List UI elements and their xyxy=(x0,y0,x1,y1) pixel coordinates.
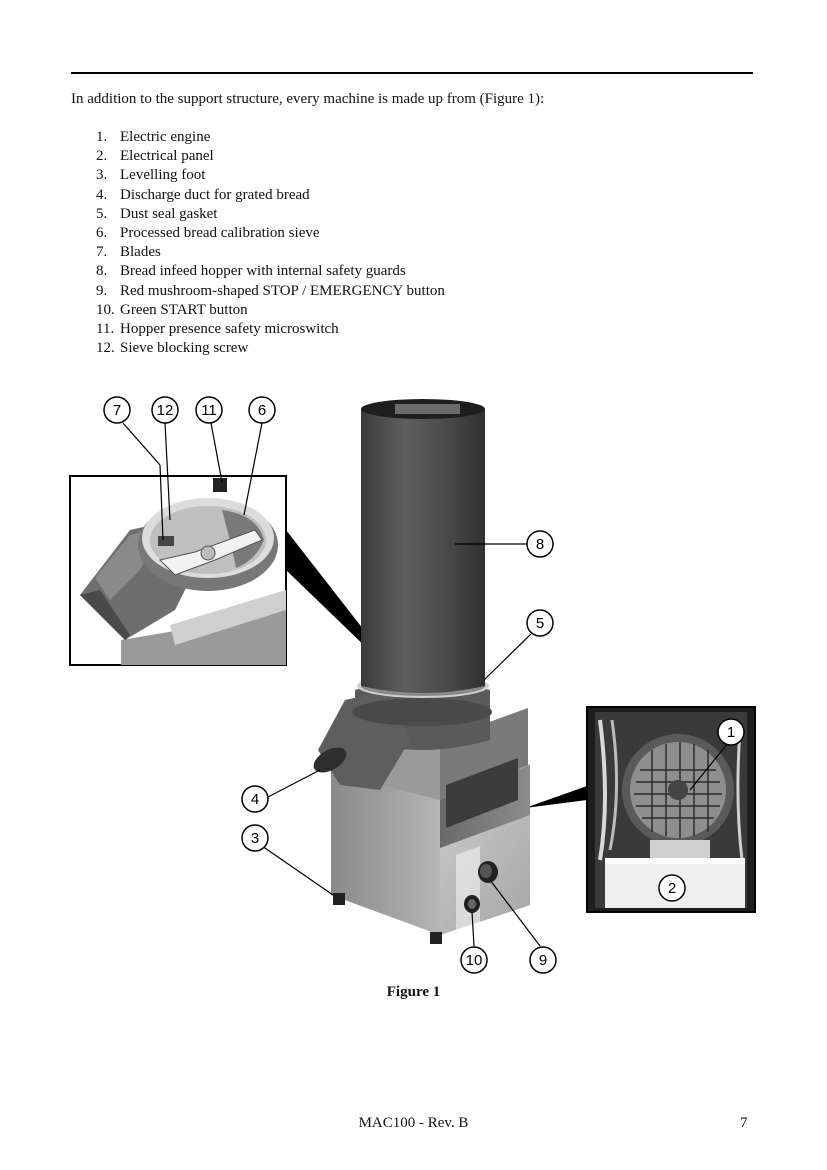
svg-text:4: 4 xyxy=(251,791,259,808)
list-item: 10.Green START button xyxy=(96,301,445,320)
svg-text:9: 9 xyxy=(539,952,547,969)
list-item: 5.Dust seal gasket xyxy=(96,205,445,224)
blades-detail-inset xyxy=(69,475,287,666)
svg-text:3: 3 xyxy=(251,830,259,847)
list-item-label: Blades xyxy=(120,244,161,261)
svg-text:1: 1 xyxy=(727,724,735,741)
svg-text:5: 5 xyxy=(536,615,544,632)
list-item: 11.Hopper presence safety microswitch xyxy=(96,320,445,339)
list-item: 3.Levelling foot xyxy=(96,166,445,185)
callout-7: 7 xyxy=(103,396,131,424)
callout-3: 3 xyxy=(241,824,269,852)
list-item-label: Discharge duct for grated bread xyxy=(120,186,310,203)
list-item: 2.Electrical panel xyxy=(96,147,445,166)
list-item: 7.Blades xyxy=(96,243,445,262)
list-item: 8.Bread infeed hopper with internal safe… xyxy=(96,262,445,281)
callout-8: 8 xyxy=(526,530,554,558)
list-item: 9.Red mushroom-shaped STOP / EMERGENCY b… xyxy=(96,282,445,301)
callout-9: 9 xyxy=(529,946,557,974)
list-item-label: Bread infeed hopper with internal safety… xyxy=(120,263,406,280)
machine-figure: 7 12 11 6 8 5 4 3 10 9 1 2 xyxy=(69,396,756,974)
list-item-label: Electrical panel xyxy=(120,148,214,165)
inset-pointer xyxy=(525,786,587,808)
list-item-label: Processed bread calibration sieve xyxy=(120,225,320,242)
svg-text:2: 2 xyxy=(668,880,676,897)
list-item: 6.Processed bread calibration sieve xyxy=(96,224,445,243)
callout-4: 4 xyxy=(241,785,269,813)
list-item: 1.Electric engine xyxy=(96,128,445,147)
callout-2: 2 xyxy=(658,874,686,902)
callout-6: 6 xyxy=(248,396,276,424)
page-number: 7 xyxy=(740,1115,748,1131)
intro-paragraph: In addition to the support structure, ev… xyxy=(71,91,545,107)
callout-11: 11 xyxy=(195,396,223,424)
callout-12: 12 xyxy=(151,396,179,424)
header-rule xyxy=(71,72,753,74)
list-item-label: Hopper presence safety microswitch xyxy=(120,321,339,338)
machine-illustration xyxy=(313,399,530,944)
list-item: 4.Discharge duct for grated bread xyxy=(96,186,445,205)
list-item-label: Green START button xyxy=(120,301,248,318)
callout-5: 5 xyxy=(526,609,554,637)
list-item-label: Electric engine xyxy=(120,129,211,145)
svg-text:12: 12 xyxy=(157,402,174,419)
figure-caption: Figure 1 xyxy=(386,984,441,1000)
svg-text:7: 7 xyxy=(113,402,121,419)
list-item: 12.Sieve blocking screw xyxy=(96,339,445,358)
svg-text:11: 11 xyxy=(201,402,217,419)
parts-list: 1.Electric engine 2.Electrical panel 3.L… xyxy=(96,128,445,358)
list-item-label: Red mushroom-shaped STOP / EMERGENCY but… xyxy=(120,282,445,299)
svg-text:8: 8 xyxy=(536,536,544,553)
callout-10: 10 xyxy=(460,946,488,974)
footer-doc-id: MAC100 - Rev. B xyxy=(358,1115,469,1131)
list-item-label: Sieve blocking screw xyxy=(120,340,249,357)
svg-text:10: 10 xyxy=(466,952,483,969)
svg-text:6: 6 xyxy=(258,402,266,419)
list-item-label: Levelling foot xyxy=(120,167,206,184)
leader-lines xyxy=(122,422,729,947)
callout-1: 1 xyxy=(717,718,745,746)
list-item-label: Dust seal gasket xyxy=(120,205,218,222)
